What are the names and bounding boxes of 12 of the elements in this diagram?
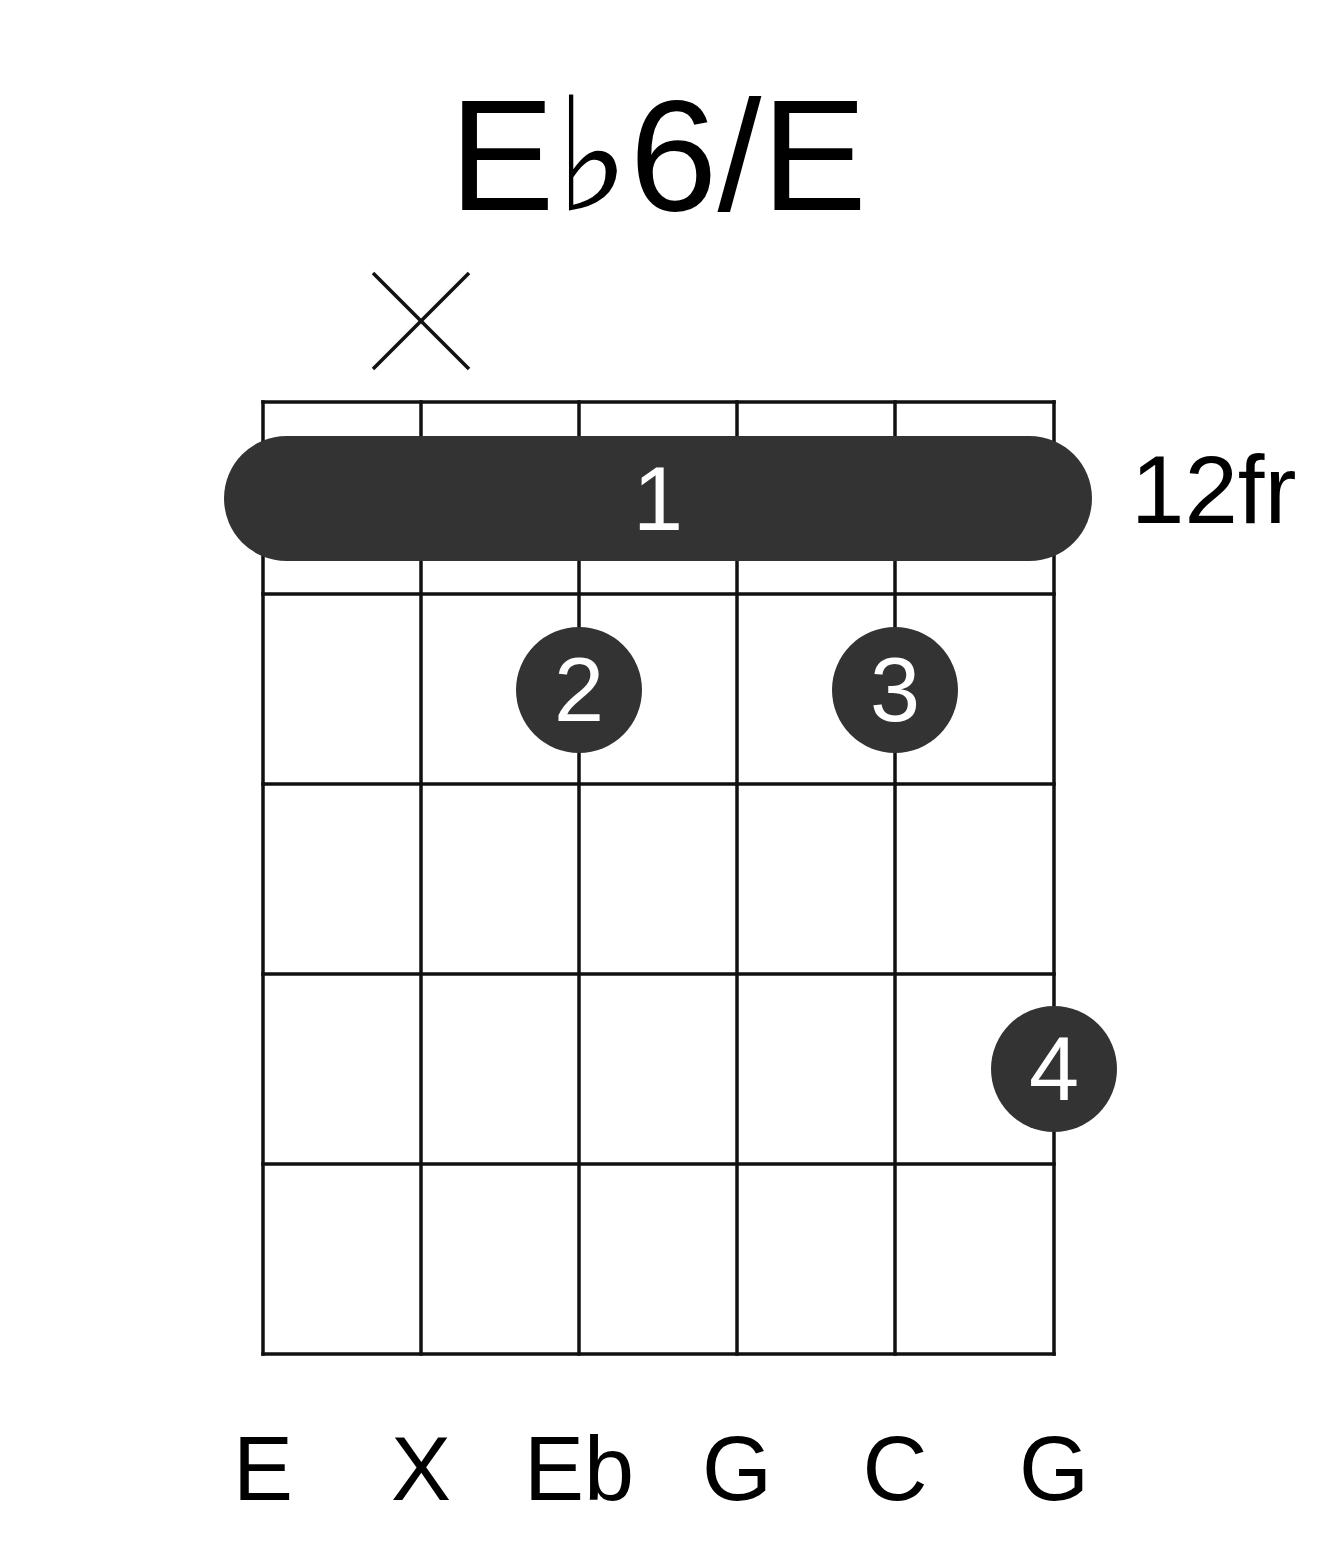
finger-number: 2 [553,645,605,735]
string-note-label: X [391,1424,451,1514]
string-note-label: Eb [523,1424,635,1514]
string-note-label: G [1019,1424,1089,1514]
string-note-label: C [862,1424,928,1514]
string-note-label: G [702,1424,772,1514]
string-note-label: E [233,1424,293,1514]
finger-number: 1 [632,453,684,544]
chord-title: E♭6/E [449,76,867,234]
finger-number: 3 [869,645,921,735]
finger-number: 4 [1028,1024,1080,1114]
fret-position-label: 12fr [1131,442,1297,538]
